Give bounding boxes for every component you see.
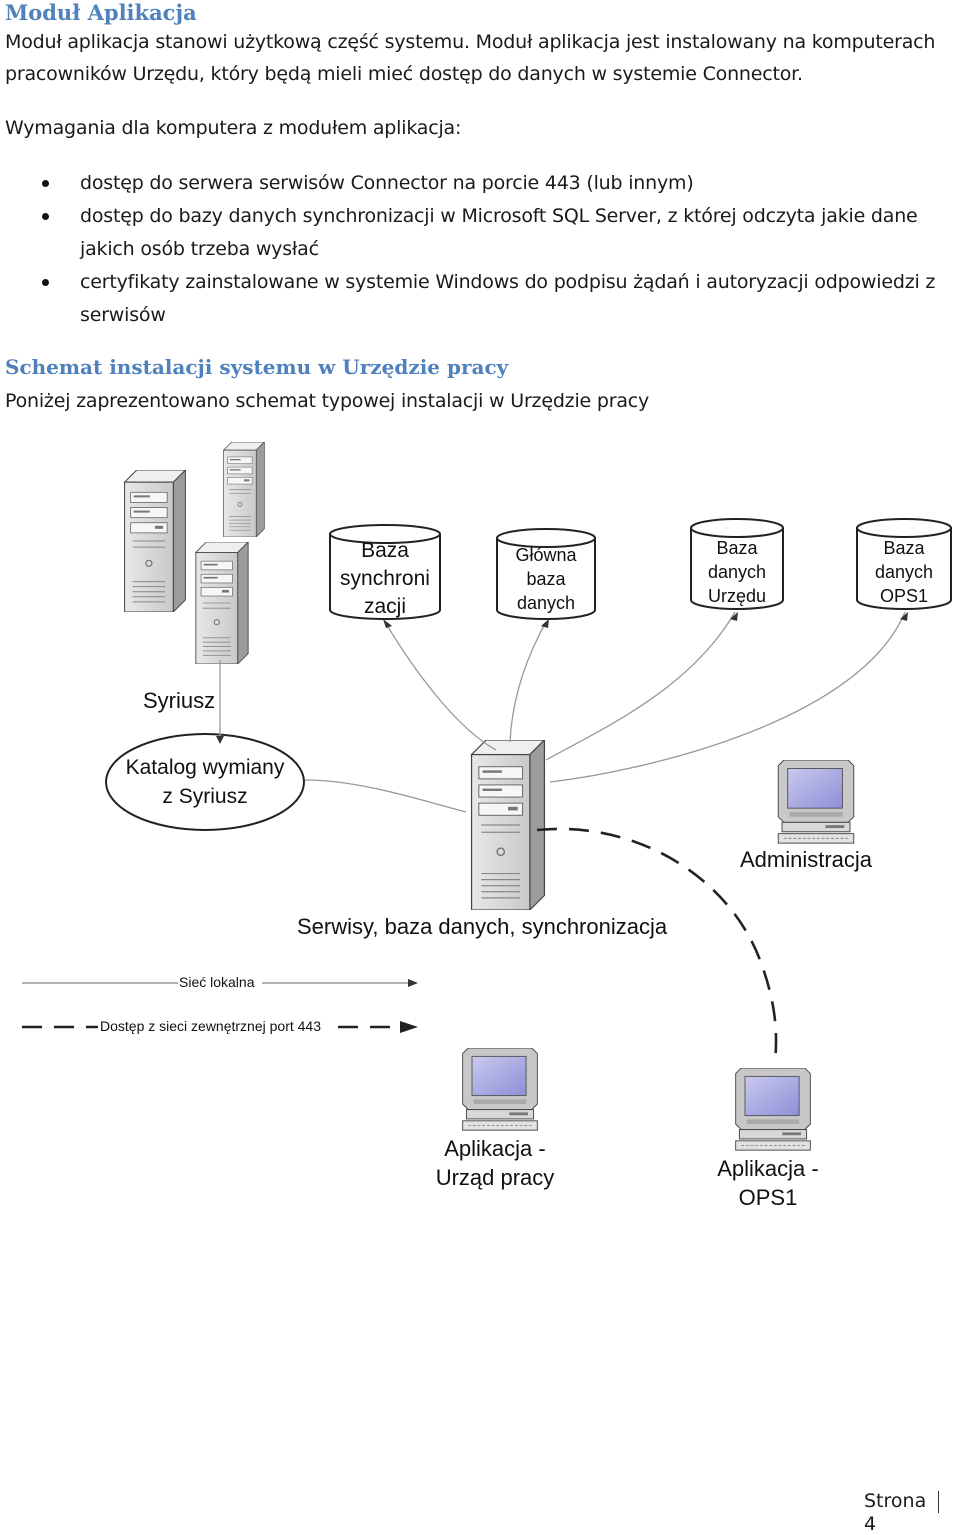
footer-divider [938,1490,940,1513]
intro-line-1: Moduł aplikacja stanowi użytkową część s… [5,31,936,53]
app-ops-computer-icon [735,1068,811,1151]
catalog-ellipse [105,733,305,831]
bullet-dot [42,279,49,286]
app-office-label: Aplikacja -Urząd pracy [435,1136,555,1190]
bullet-3-text: certyfikaty zainstalowane w systemie Win… [80,271,936,293]
local-connections [219,611,906,813]
bullet-3-text-cont: serwisów [80,304,166,326]
admin-computer-icon [777,760,855,844]
app-ops-label: Aplikacja -OPS1 [717,1156,819,1210]
database-sync-icon [329,524,441,620]
section-title: Moduł Aplikacja [5,0,197,25]
main-server-icon [470,740,546,910]
bullet-1-text: dostęp do serwera serwisów Connector na … [80,172,694,194]
server-icon [223,442,265,537]
page-number: 4 [864,1512,877,1535]
bullet-2-text-cont: jakich osób trzeba wysłać [80,238,319,260]
services-label: Serwisy, baza danych, synchronizacja [297,914,668,939]
admin-label: Administracja [740,847,873,872]
bullet-2-text: dostęp do bazy danych synchronizacji w M… [80,205,918,227]
bullet-dot [42,180,49,187]
legend-local-label: Sieć lokalna [179,974,255,990]
external-connection [536,827,778,1063]
database-main-icon [496,528,596,620]
schema-title: Schemat instalacji systemu w Urzędzie pr… [5,355,509,379]
schema-intro: Poniżej zaprezentowano schemat typowej i… [5,390,650,412]
page-footer: Strona 4 [864,1490,960,1535]
bullet-dot [42,213,49,220]
legend-external-label: Dostęp z sieci zewnętrznej port 443 [100,1018,321,1034]
page-label: Strona [864,1490,927,1512]
intro-line-2: pracowników Urzędu, który będą mieli mie… [5,63,803,85]
server-icon [124,470,186,612]
database-office-icon [690,518,784,610]
syriusz-label: Syriusz [143,688,216,713]
requirements-label: Wymagania dla komputera z modułem aplika… [5,117,462,139]
server-icon [195,542,249,664]
database-ops-icon [856,518,952,610]
app-office-computer-icon [462,1048,538,1131]
